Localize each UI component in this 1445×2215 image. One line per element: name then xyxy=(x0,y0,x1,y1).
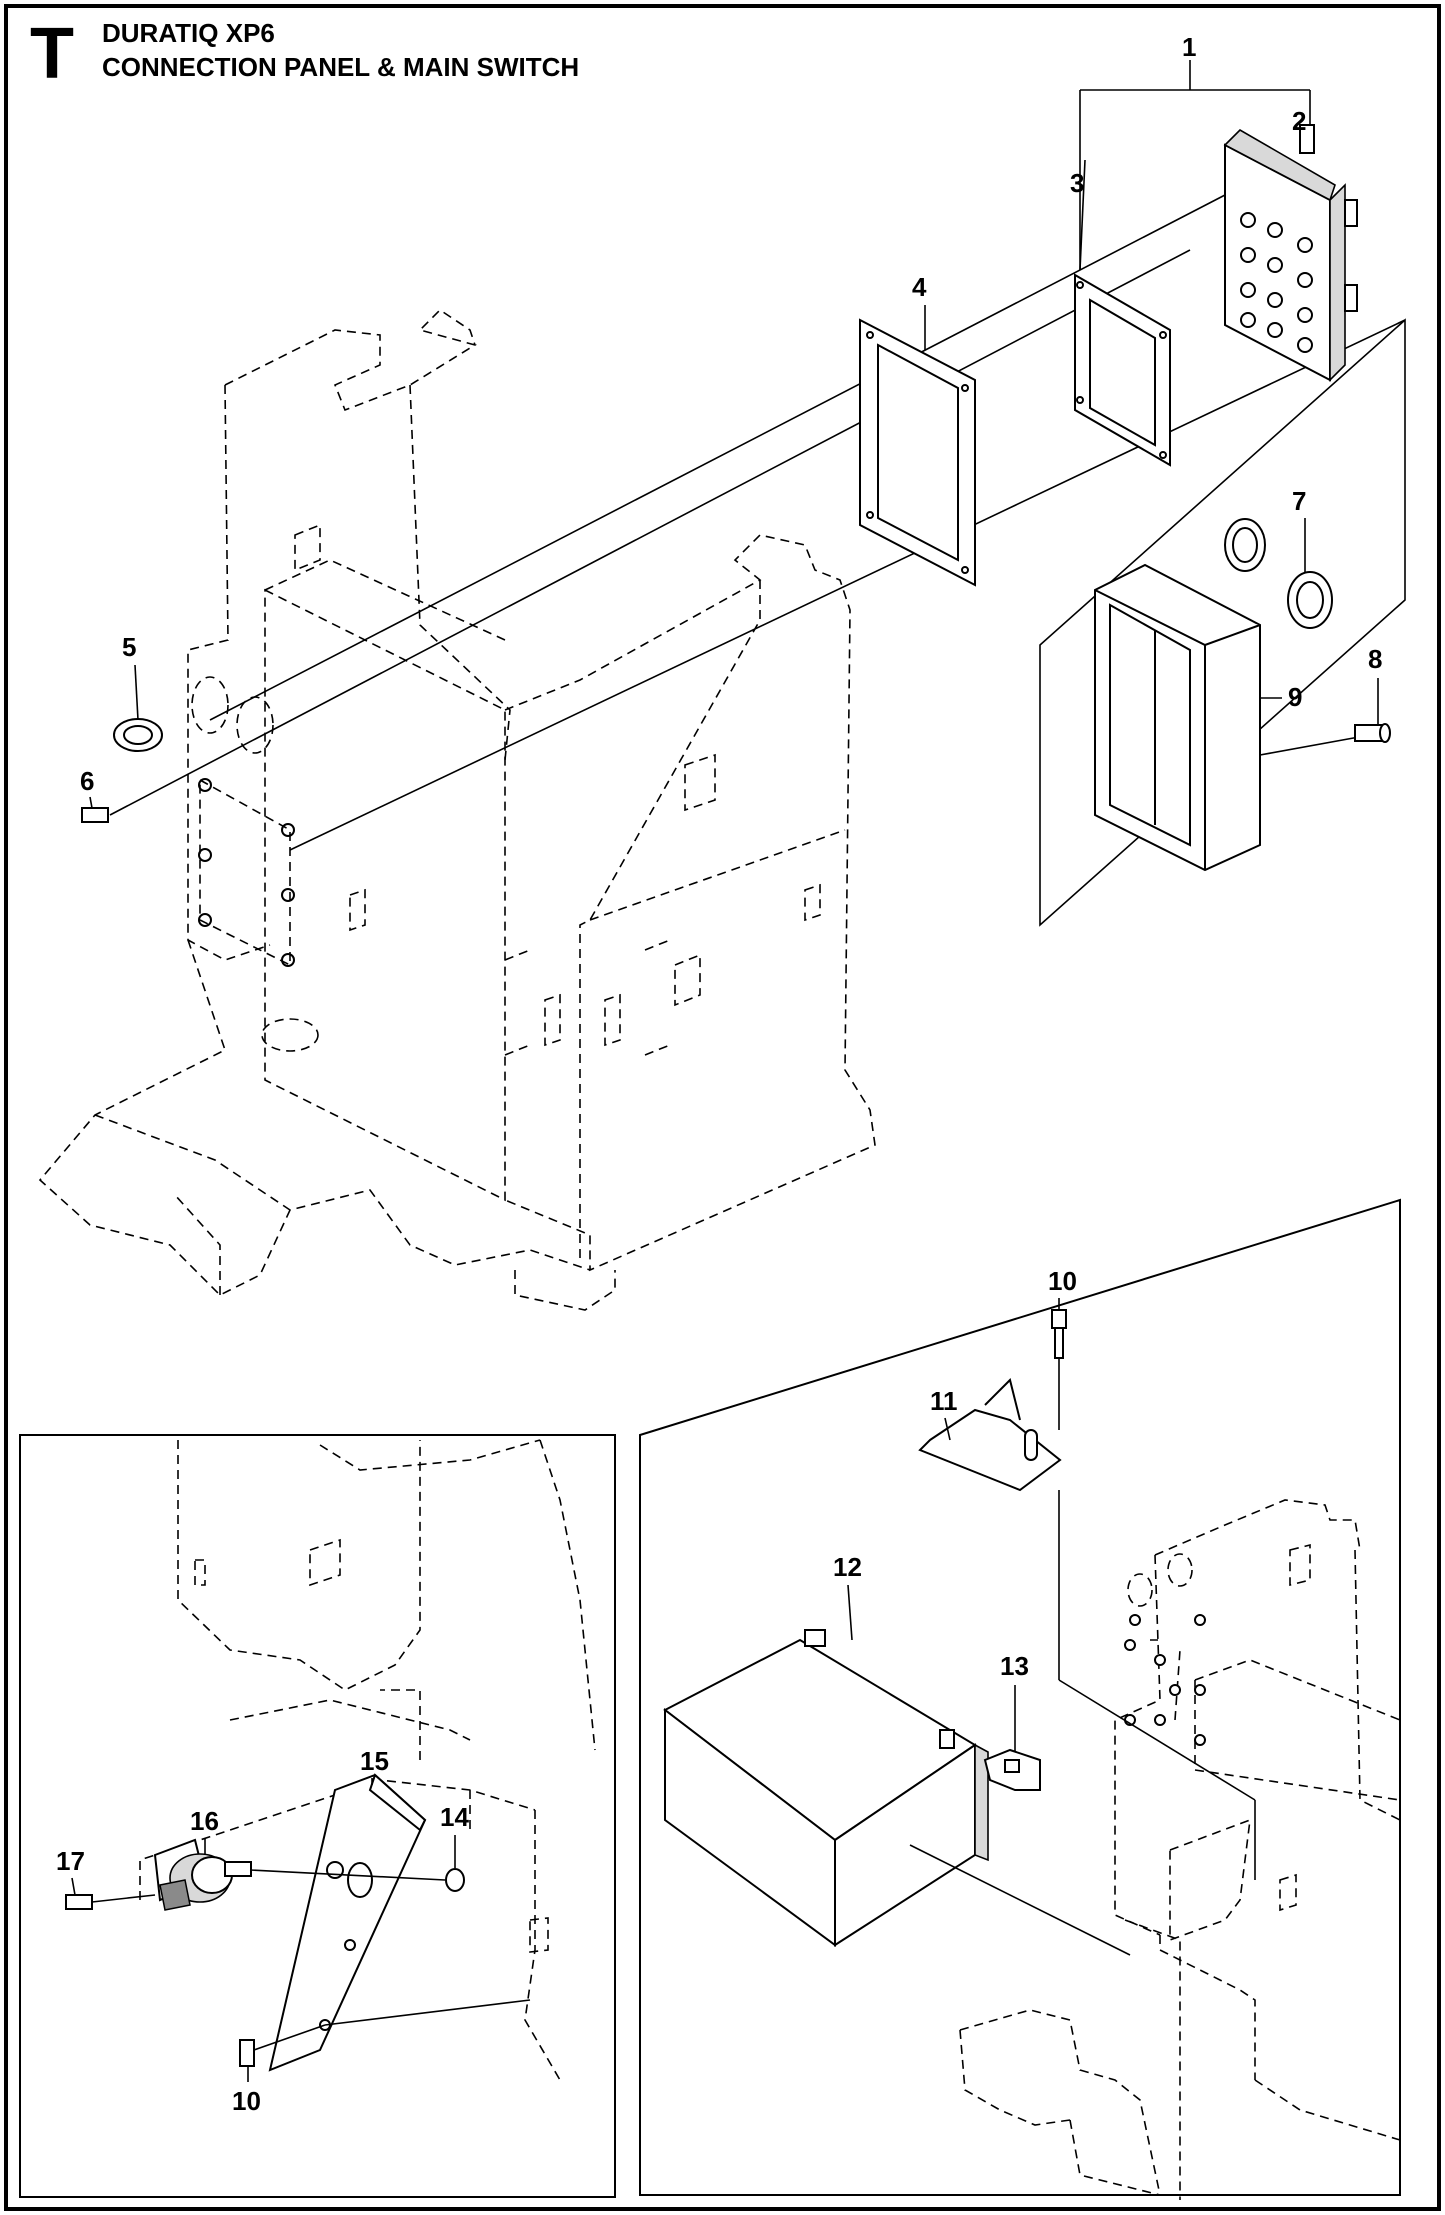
part-7-grommets xyxy=(1224,518,1333,629)
model-name: DURATIQ XP6 xyxy=(102,18,275,48)
callout-6: 6 xyxy=(80,766,94,796)
callout-9: 9 xyxy=(1288,682,1302,712)
callout-10-upper: 10 xyxy=(1048,1266,1077,1296)
assembly-lines-top xyxy=(109,194,1406,927)
part-17-screw xyxy=(65,1894,156,1910)
part-11-clamp xyxy=(918,1378,1062,1492)
callout-8: 8 xyxy=(1368,644,1382,674)
part-9-enclosure-box xyxy=(1094,563,1261,872)
part-3-mounting-plate xyxy=(1074,273,1171,467)
part-10-bolt-lower xyxy=(239,1999,531,2067)
part-15-bracket xyxy=(268,1773,427,2072)
inset-battery-frame xyxy=(639,1198,1401,2196)
part-16-main-switch xyxy=(153,1838,252,1911)
section-letter: T xyxy=(30,14,74,94)
callout-2: 2 xyxy=(1292,106,1306,136)
callout-10-lower: 10 xyxy=(232,2086,261,2116)
part-5-grommet xyxy=(113,718,163,752)
callout-1: 1 xyxy=(1182,32,1196,62)
part-4-gasket-frame xyxy=(859,318,976,587)
callout-16: 16 xyxy=(190,1806,219,1836)
callout-1-bracket xyxy=(1079,60,1311,270)
callout-5: 5 xyxy=(122,632,136,662)
part-14-nut xyxy=(249,1868,465,1892)
inset-main-switch-frame xyxy=(19,1434,616,2198)
callout-3: 3 xyxy=(1070,168,1084,198)
main-frame-dashed-outline xyxy=(38,308,876,1311)
part-8-bolt xyxy=(1354,723,1391,743)
part-2-connection-panel xyxy=(1223,124,1358,382)
section-title: CONNECTION PANEL & MAIN SWITCH xyxy=(102,52,579,82)
page-frame xyxy=(4,4,1441,2211)
callout-7: 7 xyxy=(1292,486,1306,516)
callout-4: 4 xyxy=(912,272,927,302)
part-6-screw xyxy=(81,807,109,823)
part-10-bolt-upper xyxy=(1051,1309,1256,1880)
part-12-battery xyxy=(663,1629,1131,1956)
callout-17: 17 xyxy=(56,1846,85,1876)
callout-12: 12 xyxy=(833,1552,862,1582)
inset-battery-dashed-outline xyxy=(959,1499,1401,2200)
callout-15: 15 xyxy=(360,1746,389,1776)
part-13-terminal xyxy=(983,1748,1041,1791)
callout-13: 13 xyxy=(1000,1651,1029,1681)
callout-14: 14 xyxy=(440,1802,469,1832)
callout-11: 11 xyxy=(930,1386,958,1416)
